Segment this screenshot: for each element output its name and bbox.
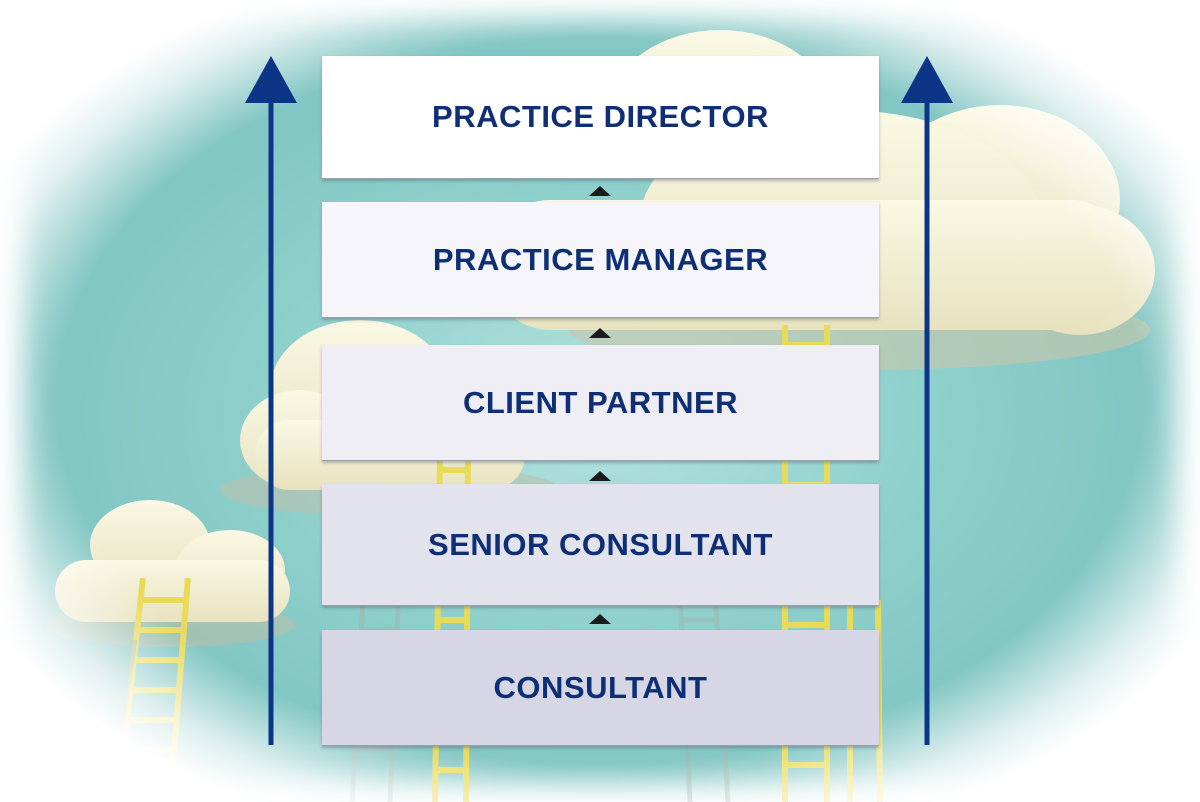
level-label: PRACTICE DIRECTOR (432, 99, 769, 134)
up-triangle-icon (589, 614, 611, 624)
level-senior-consultant: SENIOR CONSULTANT (322, 484, 879, 606)
level-consultant: CONSULTANT (322, 630, 879, 746)
level-label: SENIOR CONSULTANT (428, 526, 773, 562)
level-label: CLIENT PARTNER (462, 384, 739, 420)
arrow-left (245, 56, 297, 745)
level-client-partner: CLIENT PARTNER (322, 345, 879, 461)
up-triangle-icon (589, 471, 611, 481)
level-label: CONSULTANT (493, 669, 708, 705)
arrow-right (901, 56, 953, 745)
up-triangle-icon (589, 186, 611, 196)
up-triangle-icon (589, 328, 611, 338)
level-stack: PRACTICE DIRECTOR PRACTICE MANAGER CLIEN… (322, 0, 879, 802)
level-label: PRACTICE MANAGER (432, 241, 769, 277)
level-practice-director: PRACTICE DIRECTOR (322, 56, 879, 179)
level-practice-manager: PRACTICE MANAGER (322, 202, 879, 318)
